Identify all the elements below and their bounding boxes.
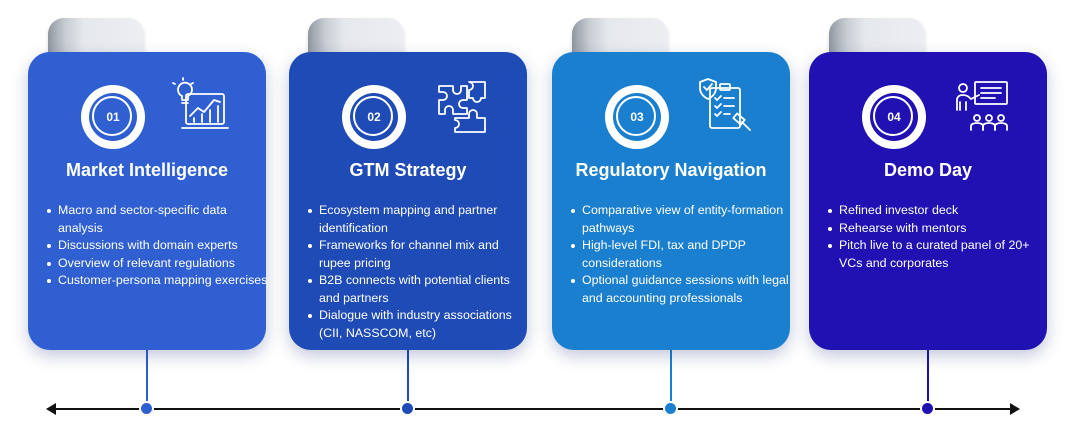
timeline-axis [52,408,1012,410]
stage-items: Macro and sector-specific data analysis … [46,202,270,290]
list-item: Overview of relevant regulations [47,255,270,273]
timeline-right-arrow [1010,403,1020,415]
step-badge: 01 [81,85,145,149]
list-item: Discussions with domain experts [47,237,270,255]
step-number: 01 [106,110,120,124]
list-item: Dialogue with industry associations (CII… [308,307,531,342]
timeline-connector-3 [670,350,672,408]
timeline-node-2 [402,403,413,414]
list-item: Frameworks for channel mix and rupee pri… [308,237,531,272]
stage-card-4: 04 Demo Day Refined investor deck Rehear… [809,52,1047,350]
stage-card-1: 01 Market Intelligence Macro and sector-… [28,52,267,350]
list-item: Customer-persona mapping exercises [47,272,270,290]
stage-items: Refined investor deck Rehearse with ment… [827,202,1051,272]
step-number: 03 [630,110,644,124]
stage-title: Demo Day [883,160,973,180]
list-item: Optional guidance sessions with legal an… [571,272,794,307]
list-item: Comparative view of entity-formation pat… [571,202,794,237]
compliance-checklist-icon [699,78,751,131]
stage-items: Comparative view of entity-formation pat… [570,202,794,307]
list-item: High-level FDI, tax and DPDP considerati… [571,237,794,272]
timeline-node-1 [141,403,152,414]
step-badge: 02 [342,85,406,149]
list-item: Rehearse with mentors [828,220,1051,238]
timeline-connector-1 [146,350,148,408]
list-item: Pitch live to a curated panel of 20+ VCs… [828,237,1051,272]
list-item: Refined investor deck [828,202,1051,220]
stage-card-3: 03 Regulatory Navigation Comparative vie… [552,52,790,350]
step-badge: 04 [862,85,926,149]
puzzle-icon [438,81,486,133]
presentation-icon [956,81,1008,131]
stage-items: Ecosystem mapping and partner identifica… [307,202,531,342]
step-number: 02 [367,110,381,124]
step-number: 04 [887,110,901,124]
timeline-node-3 [665,403,676,414]
step-badge: 03 [605,85,669,149]
analytics-bulb-icon [172,77,229,129]
stage-title: Regulatory Navigation [575,160,767,180]
stage-title: Market Intelligence [65,160,229,180]
list-item: B2B connects with potential clients and … [308,272,531,307]
stage-title: GTM Strategy [349,160,467,180]
list-item: Macro and sector-specific data analysis [47,202,270,237]
timeline-left-arrow [46,403,56,415]
timeline-connector-4 [927,350,929,408]
timeline-connector-2 [407,350,409,408]
timeline-node-4 [922,403,933,414]
list-item: Ecosystem mapping and partner identifica… [308,202,531,237]
stage-card-2: 02 GTM Strategy Ecosystem mapping and pa… [289,52,527,350]
